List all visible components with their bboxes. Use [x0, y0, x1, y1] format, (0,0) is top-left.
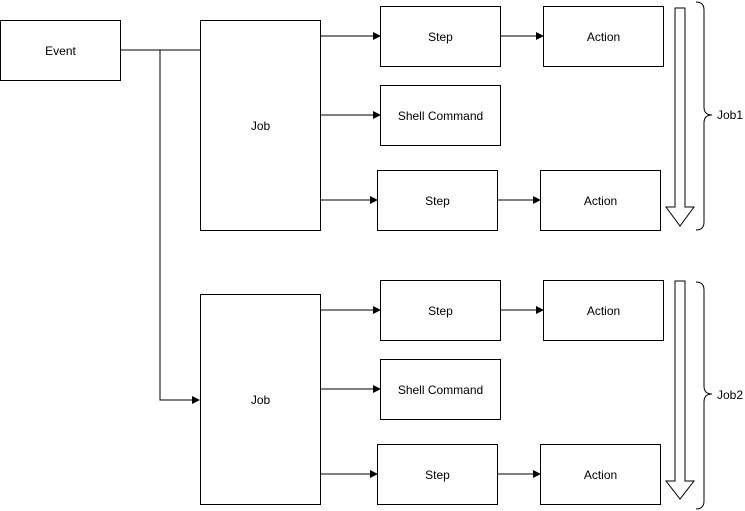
job1-step1-label: Step — [428, 29, 453, 44]
job1-step2-node[interactable]: Step — [377, 170, 498, 231]
job2-brace — [695, 281, 713, 510]
job2-flow-down-arrow — [664, 280, 696, 500]
job1-shell-command-label: Shell Command — [397, 108, 484, 123]
job1-action1-label: Action — [586, 29, 621, 44]
job1-flow-down-arrow — [665, 7, 695, 227]
job1-action2-node[interactable]: Action — [540, 170, 661, 231]
job2-node[interactable]: Job — [200, 294, 321, 505]
job1-action1-node[interactable]: Action — [543, 6, 664, 67]
job2-shell-command-label: Shell Command — [397, 382, 484, 397]
job1-label: Job — [250, 118, 271, 133]
job2-step2-node[interactable]: Step — [377, 444, 498, 505]
job2-label: Job — [250, 392, 271, 407]
job2-action1-label: Action — [586, 303, 621, 318]
job2-shell-command-node[interactable]: Shell Command — [380, 359, 501, 420]
job2-action1-node[interactable]: Action — [543, 280, 664, 341]
job1-step2-label: Step — [425, 193, 450, 208]
job2-step1-node[interactable]: Step — [380, 280, 501, 341]
job2-group-label: Job2 — [717, 388, 744, 402]
job1-group-label: Job1 — [717, 108, 744, 122]
job1-action2-label: Action — [583, 193, 618, 208]
event-node[interactable]: Event — [0, 20, 121, 81]
job2-action2-label: Action — [583, 467, 618, 482]
job2-step2-label: Step — [425, 467, 450, 482]
job2-action2-node[interactable]: Action — [540, 444, 661, 505]
job1-step1-node[interactable]: Step — [380, 6, 501, 67]
job1-node[interactable]: Job — [200, 20, 321, 231]
job2-step1-label: Step — [428, 303, 453, 318]
event-to-job2-arrow — [159, 50, 200, 404]
job1-shell-command-node[interactable]: Shell Command — [380, 85, 501, 146]
event-label: Event — [45, 43, 76, 58]
job1-brace — [695, 1, 713, 231]
